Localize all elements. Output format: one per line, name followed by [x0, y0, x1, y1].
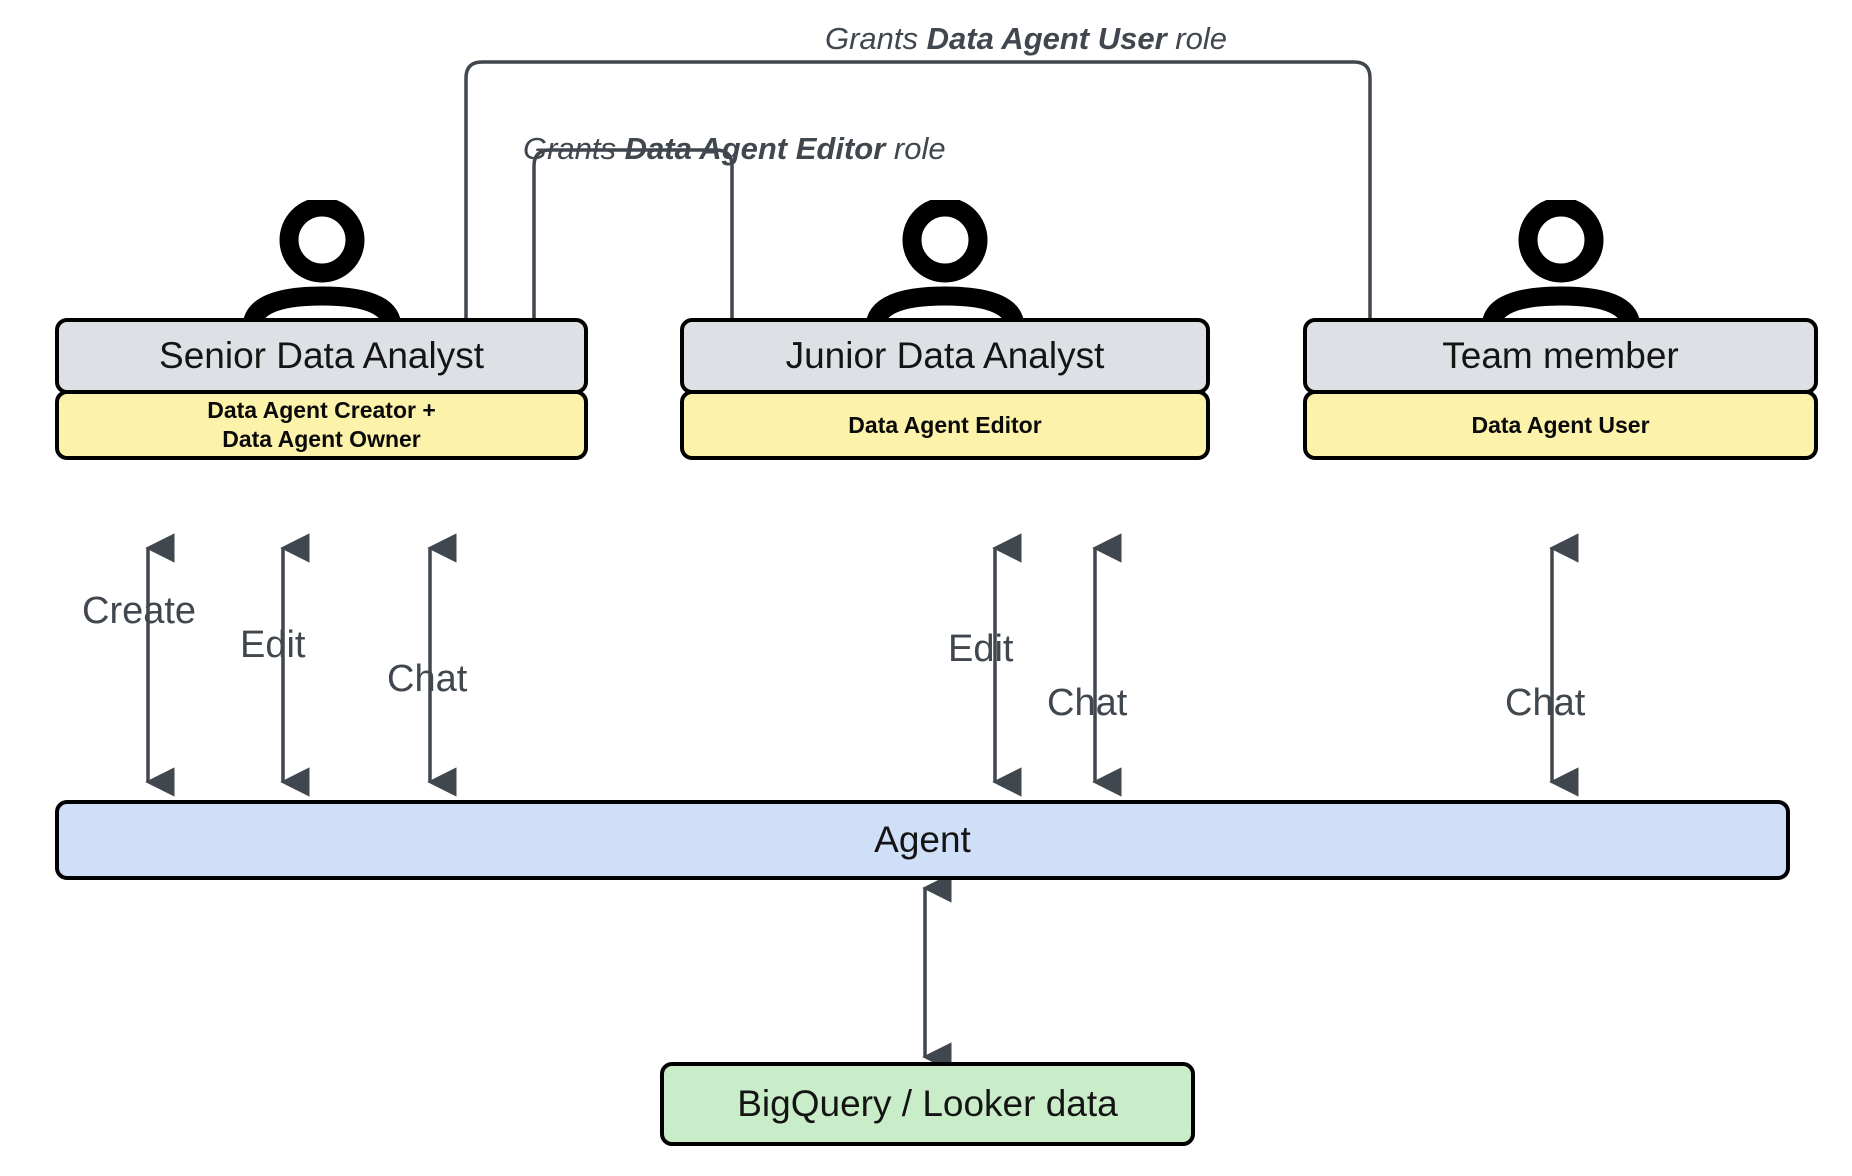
grant-role: Data Agent Editor — [624, 131, 886, 166]
data-source-label: BigQuery / Looker data — [737, 1083, 1118, 1124]
data-source-box: BigQuery / Looker data — [660, 1062, 1195, 1146]
role-title: Junior Data Analyst — [785, 334, 1105, 376]
action-label-senior-chat: Chat — [387, 658, 468, 700]
grant-suffix: role — [1166, 21, 1227, 56]
grant-role: Data Agent User — [926, 21, 1167, 56]
action-label-junior-chat: Chat — [1047, 682, 1128, 724]
permission-text: Data Agent User — [1471, 411, 1649, 440]
role-title: Senior Data Analyst — [159, 334, 484, 376]
grant-prefix: Grants — [523, 131, 625, 166]
role-title-box: Senior Data Analyst — [55, 318, 588, 394]
agent-box: Agent — [55, 800, 1790, 880]
persona-junior-data-analyst: Junior Data Analyst Data Agent Editor — [680, 200, 1210, 540]
action-label-senior-create: Create — [82, 590, 197, 632]
role-title-box: Junior Data Analyst — [680, 318, 1210, 394]
permission-box: Data Agent User — [1303, 390, 1818, 460]
action-label-team-chat: Chat — [1505, 682, 1586, 724]
agent-label: Agent — [874, 819, 971, 860]
permission-line-1: Data Agent Editor — [848, 411, 1042, 438]
persona-team-member: Team member Data Agent User — [1303, 200, 1818, 540]
permission-text: Data Agent Editor — [848, 411, 1041, 440]
action-label-senior-edit: Edit — [240, 624, 306, 666]
permission-line-1: Data Agent Creator + — [207, 397, 436, 424]
grant-label-data-agent-user: Grants Data Agent User role — [825, 21, 1227, 57]
action-label-junior-edit: Edit — [948, 628, 1014, 670]
permission-line-1: Data Agent User — [1471, 411, 1650, 438]
permission-line-2: Data Agent Owner — [222, 426, 421, 452]
permission-box: Data Agent Creator + Data Agent Owner — [55, 390, 588, 460]
grant-suffix: role — [885, 131, 946, 166]
permission-text: Data Agent Creator + Data Agent Owner — [207, 396, 436, 454]
grant-prefix: Grants — [825, 21, 927, 56]
role-title: Team member — [1442, 334, 1679, 376]
grant-label-data-agent-editor: Grants Data Agent Editor role — [523, 131, 946, 167]
permission-box: Data Agent Editor — [680, 390, 1210, 460]
persona-senior-data-analyst: Senior Data Analyst Data Agent Creator +… — [55, 200, 588, 540]
role-title-box: Team member — [1303, 318, 1818, 394]
